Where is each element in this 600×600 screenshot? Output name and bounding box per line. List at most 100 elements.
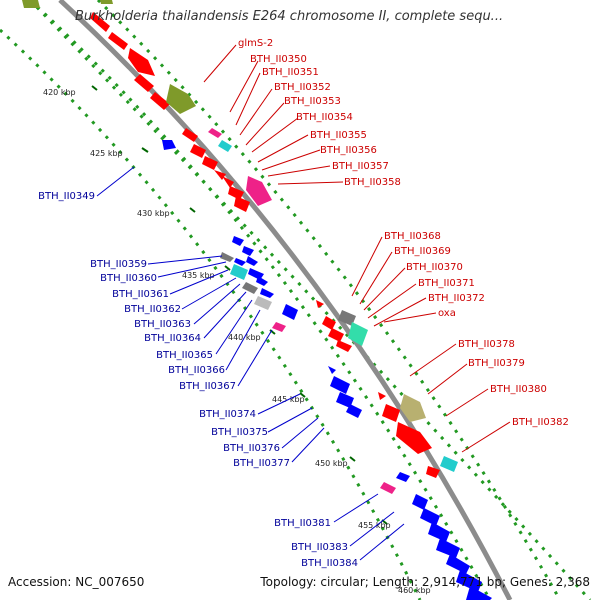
gene-label[interactable]: BTH_II0354 xyxy=(296,112,353,123)
gene-arrow[interactable] xyxy=(446,554,470,574)
gene-label[interactable]: BTH_II0382 xyxy=(512,417,569,428)
tick-label: 420 kbp xyxy=(43,88,76,97)
gene-label[interactable]: BTH_II0372 xyxy=(428,293,485,304)
gene-arrow[interactable] xyxy=(282,304,298,320)
gene-arrow[interactable] xyxy=(396,422,432,454)
gene-label[interactable]: BTH_II0356 xyxy=(320,145,377,156)
gene-arrow[interactable] xyxy=(378,392,386,400)
gene-label[interactable]: BTH_II0359 xyxy=(90,259,147,270)
gene-label[interactable]: BTH_II0371 xyxy=(418,278,475,289)
gene-label[interactable]: BTH_II0361 xyxy=(112,289,169,300)
gene-arrow[interactable] xyxy=(232,236,244,246)
gene-arrow[interactable] xyxy=(328,366,336,374)
gene-arrow[interactable] xyxy=(90,12,110,32)
gene-arrow[interactable] xyxy=(412,494,428,510)
gene-arrow[interactable] xyxy=(322,316,336,330)
gene-arrow[interactable] xyxy=(328,328,344,342)
gene-arrow[interactable] xyxy=(440,456,458,472)
gene-arrow[interactable] xyxy=(22,0,40,8)
gene-arrow[interactable] xyxy=(234,258,246,266)
gene-arrow[interactable] xyxy=(420,508,440,526)
gene-label[interactable]: BTH_II0374 xyxy=(199,409,256,420)
gene-arrow[interactable] xyxy=(162,140,176,150)
gene-arrow[interactable] xyxy=(336,340,352,352)
forward-leaders xyxy=(203,44,511,453)
gene-arrow[interactable] xyxy=(456,570,482,592)
gene-arrow[interactable] xyxy=(242,282,258,294)
gene-arrow[interactable] xyxy=(220,252,234,262)
gene-arrow[interactable] xyxy=(428,522,450,542)
gene-arrow[interactable] xyxy=(466,586,492,600)
gene-arrow[interactable] xyxy=(436,538,460,558)
gene-arrow[interactable] xyxy=(128,48,155,76)
gene-arrow[interactable] xyxy=(222,176,234,188)
gene-label[interactable]: BTH_II0366 xyxy=(168,365,225,376)
gene-label[interactable]: BTH_II0350 xyxy=(250,54,307,65)
chromosome-backbone xyxy=(58,0,513,600)
gene-arrow[interactable] xyxy=(272,322,286,332)
gene-arrow[interactable] xyxy=(400,394,426,422)
gene-label[interactable]: BTH_II0367 xyxy=(179,381,236,392)
gene-label[interactable]: BTH_II0360 xyxy=(100,273,157,284)
gene-label[interactable]: BTH_II0363 xyxy=(134,319,191,330)
gene-arrow[interactable] xyxy=(166,84,196,114)
gene-arrow[interactable] xyxy=(242,246,254,256)
gene-arrow[interactable] xyxy=(100,0,113,4)
gene-label[interactable]: BTH_II0384 xyxy=(301,558,358,569)
gene-label[interactable]: BTH_II0378 xyxy=(458,339,515,350)
gene-label[interactable]: BTH_II0358 xyxy=(344,177,401,188)
gene-arrow[interactable] xyxy=(346,404,362,418)
gene-label[interactable]: oxa xyxy=(438,308,456,319)
gene-label[interactable]: BTH_II0362 xyxy=(124,304,181,315)
dotted-ring-outer-2 xyxy=(28,0,592,600)
gene-arrow[interactable] xyxy=(260,288,274,298)
gene-arrow[interactable] xyxy=(228,186,244,200)
gene-arrow[interactable] xyxy=(248,268,264,280)
gene-label[interactable]: BTH_II0357 xyxy=(332,161,389,172)
gene-arrow[interactable] xyxy=(182,128,198,142)
gene-arrow[interactable] xyxy=(380,482,396,494)
gene-arrow[interactable] xyxy=(254,296,272,310)
gene-arrow[interactable] xyxy=(150,92,170,110)
gene-arrow[interactable] xyxy=(202,156,218,170)
gene-label[interactable]: BTH_II0380 xyxy=(490,384,547,395)
gene-label[interactable]: BTH_II0383 xyxy=(291,542,348,553)
gene-arrow[interactable] xyxy=(348,322,368,346)
gene-arrow[interactable] xyxy=(108,32,128,50)
gene-arrow[interactable] xyxy=(316,300,324,308)
gene-label[interactable]: BTH_II0369 xyxy=(394,246,451,257)
gene-label[interactable]: BTH_II0364 xyxy=(144,333,201,344)
gene-arrow[interactable] xyxy=(396,472,410,482)
gene-arrow[interactable] xyxy=(336,392,354,408)
dotted-ring-outer-1 xyxy=(96,0,562,600)
gene-arrow[interactable] xyxy=(218,140,232,152)
gene-arrow[interactable] xyxy=(190,144,206,158)
gene-arrow[interactable] xyxy=(426,466,440,478)
gene-label[interactable]: BTH_II0377 xyxy=(233,458,290,469)
gene-label[interactable]: BTH_II0375 xyxy=(211,427,268,438)
gene-arrow[interactable] xyxy=(134,74,154,92)
gene-arrow[interactable] xyxy=(234,196,250,212)
gene-label[interactable]: BTH_II0365 xyxy=(156,350,213,361)
gene-label[interactable]: BTH_II0379 xyxy=(468,358,525,369)
gene-label[interactable]: BTH_II0368 xyxy=(384,231,441,242)
gene-label[interactable]: BTH_II0355 xyxy=(310,130,367,141)
gene-arrow[interactable] xyxy=(230,264,248,280)
gene-arrow[interactable] xyxy=(246,256,258,266)
gene-arrow[interactable] xyxy=(256,276,268,286)
gene-label[interactable]: BTH_II0351 xyxy=(262,67,319,78)
gene-label[interactable]: BTH_II0353 xyxy=(284,96,341,107)
gene-label[interactable]: BTH_II0381 xyxy=(274,518,331,529)
gene-label[interactable]: BTH_II0370 xyxy=(406,262,463,273)
gene-arrow[interactable] xyxy=(246,176,272,206)
gene-arrow[interactable] xyxy=(330,376,350,394)
gene-label[interactable]: BTH_II0352 xyxy=(274,82,331,93)
tick-marks xyxy=(91,85,388,525)
gene-label[interactable]: BTH_II0376 xyxy=(223,443,280,454)
reverse-genes xyxy=(162,140,492,600)
gene-arrow[interactable] xyxy=(382,404,400,422)
gene-arrow[interactable] xyxy=(338,310,356,326)
gene-arrow[interactable] xyxy=(208,128,222,138)
gene-label[interactable]: BTH_II0349 xyxy=(38,191,95,202)
gene-label[interactable]: glmS-2 xyxy=(238,38,273,49)
